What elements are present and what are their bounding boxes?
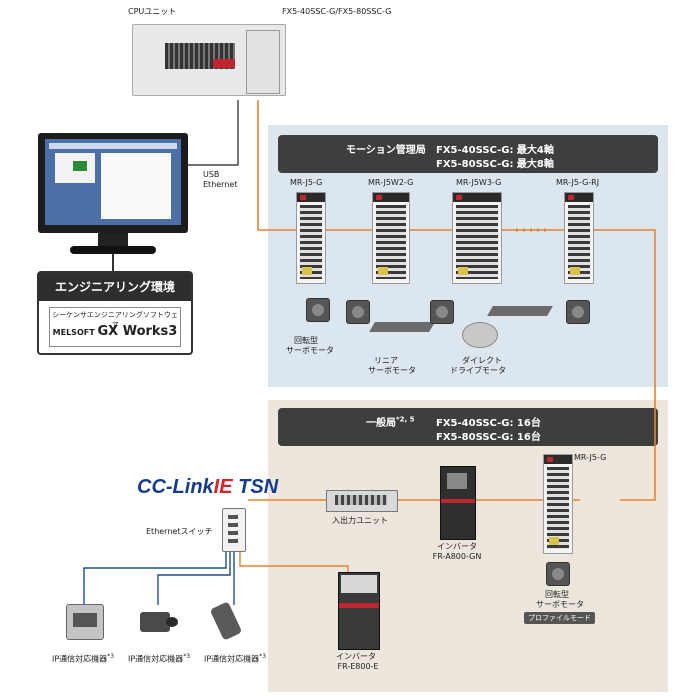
- ip-line-2: [157, 548, 231, 605]
- general-header: 一般局*2, 5 FX5-40SSC-G: 16台 FX5-80SSC-G: 1…: [278, 408, 658, 446]
- inverter-a-label-2: FR-A800-GN: [432, 552, 482, 561]
- monitor-neck: [98, 233, 128, 247]
- servo-amp-mr-j5-g: [296, 192, 326, 284]
- servo-amp-mr-j5w2-g: [372, 192, 410, 284]
- motion-header-line2: FX5-80SSC-G: 最大8軸: [436, 159, 554, 170]
- motion-header-line1: FX5-40SSC-G: 最大4軸: [436, 145, 554, 156]
- ethernet-label: Ethernet: [203, 180, 238, 189]
- linear-motor-label-1: リニア: [374, 356, 398, 365]
- rotary-motor-label-1: 回転型: [294, 336, 318, 345]
- product-name: GX Works3: [97, 324, 178, 339]
- direct-drive-motor-icon: [462, 322, 498, 348]
- ip-device-label-3: IP通信対応機器*3: [204, 653, 267, 664]
- general-rotary-motor-icon: [546, 562, 570, 586]
- general-header-title: 一般局*2, 5: [366, 415, 415, 429]
- linear-motor-icon: [369, 322, 435, 332]
- monitor-stand: [70, 246, 156, 254]
- servo-amp-mr-j5-g-rj: [564, 192, 594, 284]
- engineering-environment-box: エンジニアリング環境 シーケンサエンジニアリングソフトウェア MELSOFT G…: [37, 271, 193, 355]
- ethernet-switch-icon: [222, 508, 246, 552]
- servo-motor-icon: [346, 300, 370, 324]
- module-label: FX5-40SSC-G/FX5-80SSC-G: [282, 7, 392, 16]
- drive-label-1: MR-J5-G: [290, 178, 323, 187]
- servo-amp-mr-j5w3-g: [452, 192, 502, 284]
- servo-motor-icon-3: [566, 300, 590, 324]
- servo-motor-icon-2: [430, 300, 454, 324]
- direct-motor-label-1: ダイレクト: [462, 356, 502, 365]
- switch-inverter-line: [239, 548, 349, 575]
- inverter-e-label-1: インバータ: [336, 652, 376, 661]
- monitor-screen: [45, 139, 181, 225]
- io-unit-label: 入出力ユニット: [332, 516, 388, 525]
- direct-motor-label-2: ドライブモータ: [450, 366, 506, 375]
- motion-header-title: モーション管理局: [346, 145, 426, 156]
- cc-link-ie-tsn-logo: CC-LinkIE TSN: [137, 476, 279, 498]
- general-header-sup: *2, 5: [396, 415, 415, 424]
- linear-motor-icon-2: [487, 306, 553, 316]
- rotary-servo-motor-icon: [306, 298, 330, 322]
- ip-device-label-2: IP通信対応機器*3: [128, 653, 191, 664]
- engineering-product-box: シーケンサエンジニアリングソフトウェア MELSOFT GX Works3: [49, 307, 181, 347]
- engineering-product: MELSOFT GX Works3: [52, 324, 178, 339]
- engineering-subtitle: シーケンサエンジニアリングソフトウェア: [52, 311, 178, 329]
- cpu-label: CPUユニット: [128, 7, 177, 16]
- general-station-panel: 一般局*2, 5 FX5-40SSC-G: 16台 FX5-80SSC-G: 1…: [268, 400, 668, 692]
- red-indicator: [213, 59, 235, 68]
- servo-amp-general: [543, 454, 573, 554]
- ip-line-1: [83, 548, 227, 605]
- drive-label-4: MR-J5-G-RJ: [556, 178, 600, 187]
- drive-label-2: MR-J5W2-G: [368, 178, 414, 187]
- io-unit-icon: [326, 490, 398, 512]
- ip-device-label-1: IP通信対応機器*3: [52, 653, 115, 664]
- ssc-module: [246, 30, 280, 94]
- linear-motor-label-2: サーボモータ: [368, 366, 416, 375]
- drive-label-3: MR-J5W3-G: [456, 178, 502, 187]
- rotary-motor-label-2: サーボモータ: [286, 346, 334, 355]
- usb-label: USB: [203, 170, 220, 179]
- general-header-line2: FX5-80SSC-G: 16台: [436, 432, 541, 443]
- usb-ethernet-line: [188, 100, 239, 166]
- motion-header: モーション管理局 FX5-40SSC-G: 最大4軸 FX5-80SSC-G: …: [278, 135, 658, 173]
- general-header-line1: FX5-40SSC-G: 16台: [436, 418, 541, 429]
- camera-device-icon: [140, 612, 178, 632]
- motion-return-line: [596, 229, 656, 501]
- general-motor-label-2: サーボモータ: [536, 600, 584, 609]
- inverter-fr-e800-e-icon: [338, 572, 380, 650]
- eng-connector: [112, 254, 114, 272]
- inverter-e-label-2: FR-E800-E: [337, 662, 379, 671]
- engineering-title: エンジニアリング環境: [39, 273, 191, 301]
- inverter-a-label-1: インバータ: [437, 542, 477, 551]
- inverter-fr-a800-gn-icon: [440, 466, 476, 540]
- general-drive-label: MR-J5-G: [574, 453, 607, 462]
- printer-device-icon: [66, 604, 104, 640]
- general-motor-label-1: 回転型: [545, 590, 569, 599]
- switch-label: Ethernetスイッチ: [146, 527, 213, 536]
- profile-mode-tag: プロファイルモード: [524, 612, 595, 624]
